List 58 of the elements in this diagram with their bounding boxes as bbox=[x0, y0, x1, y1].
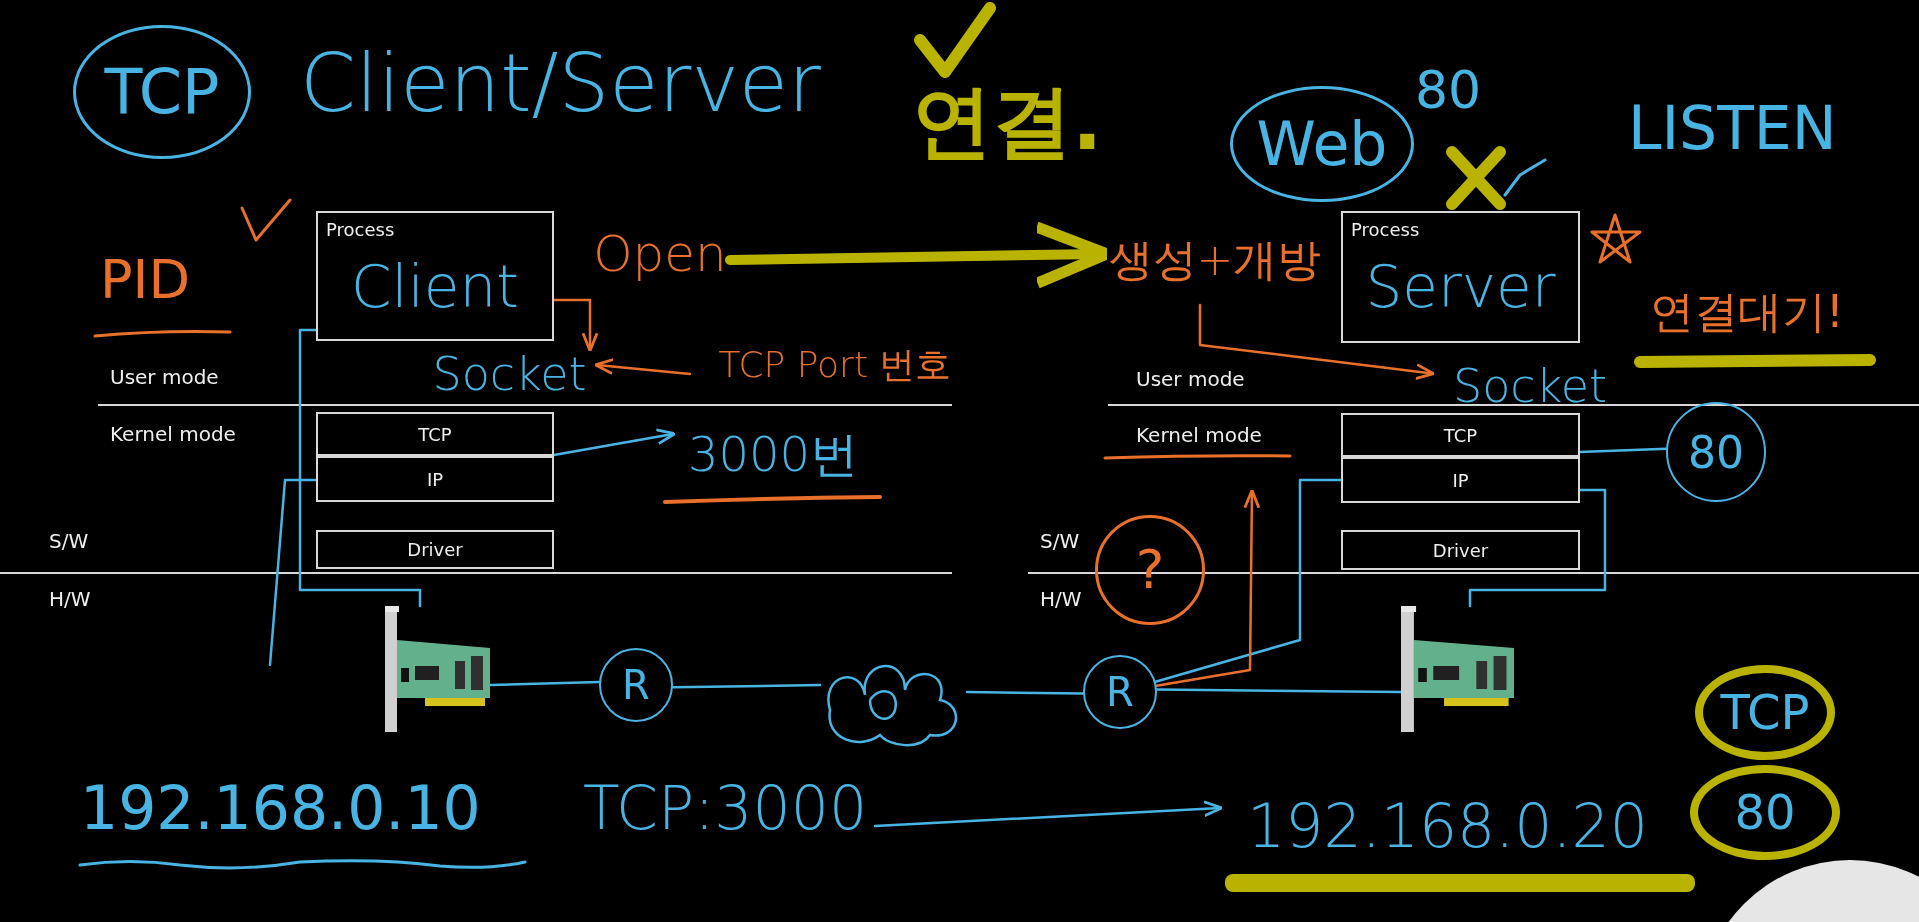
layer-label: H/W bbox=[1040, 588, 1082, 610]
layer-label: User mode bbox=[1136, 368, 1245, 390]
handwritten-note: 연결. bbox=[912, 78, 1103, 166]
arrow bbox=[593, 358, 692, 376]
handwritten-label: Server bbox=[1364, 253, 1557, 321]
circled-note: TCP bbox=[1695, 665, 1835, 760]
arrow bbox=[873, 800, 1224, 828]
connector-line bbox=[298, 328, 422, 608]
layer-box: TCP bbox=[1341, 413, 1580, 457]
arrow bbox=[1198, 303, 1436, 380]
network-card-drawing bbox=[385, 606, 490, 732]
handwritten-label: Socket bbox=[1432, 361, 1628, 410]
handwritten-note: 192.168.0.10 bbox=[80, 775, 481, 841]
handwritten-note: 80 bbox=[1415, 62, 1482, 120]
process-box bbox=[316, 211, 554, 341]
circled-number: 80 bbox=[1666, 402, 1766, 502]
connector-line bbox=[268, 478, 318, 667]
handwritten-label: 3000번 bbox=[673, 422, 873, 488]
handwritten-label: TCP Port 번호 bbox=[690, 330, 980, 400]
circled-note: TCP bbox=[73, 25, 251, 159]
layer-box: TCP bbox=[316, 412, 554, 456]
handwritten-label: Open bbox=[590, 226, 730, 282]
connector-line bbox=[671, 683, 822, 689]
box-heading: Process bbox=[1351, 219, 1420, 240]
connector-line bbox=[965, 690, 1085, 695]
layer-label: User mode bbox=[110, 366, 219, 388]
layer-label: Kernel mode bbox=[1136, 424, 1262, 446]
handwritten-label: Socket bbox=[422, 349, 597, 399]
process-box bbox=[1341, 211, 1580, 343]
connector-line bbox=[1578, 447, 1668, 454]
layer-box: IP bbox=[316, 456, 554, 502]
handwritten-label: TCP:3000 bbox=[575, 771, 875, 845]
circled-note: 80 bbox=[1690, 765, 1840, 860]
arrow bbox=[552, 298, 599, 353]
handwritten-note: 연결대기! bbox=[1650, 288, 1844, 337]
network-card-drawing bbox=[1401, 606, 1514, 732]
layer-box: Driver bbox=[316, 530, 554, 569]
layer-label: Kernel mode bbox=[110, 423, 236, 445]
circled-note: Web bbox=[1230, 86, 1414, 202]
layer-label: S/W bbox=[1040, 530, 1080, 552]
layer-label: H/W bbox=[49, 588, 91, 610]
handwritten-label: 192.168.0.20 bbox=[1220, 783, 1675, 869]
layer-label: S/W bbox=[49, 530, 89, 552]
handwritten-note: LISTEN bbox=[1628, 95, 1837, 161]
connector-line bbox=[1468, 488, 1607, 608]
handwritten-note: PID bbox=[100, 250, 191, 310]
connector-line bbox=[1155, 688, 1403, 694]
box-heading: Process bbox=[326, 219, 395, 240]
arrow bbox=[1155, 488, 1261, 688]
router-circle: R bbox=[599, 648, 673, 722]
layer-box: Driver bbox=[1341, 530, 1580, 570]
handwritten-label: 생성+개방 bbox=[1100, 215, 1330, 305]
handwritten-label: Client bbox=[350, 253, 520, 321]
layer-box: IP bbox=[1341, 457, 1580, 503]
router-circle: R bbox=[1083, 655, 1157, 729]
title: Client/Server bbox=[300, 40, 821, 128]
arrow bbox=[552, 428, 677, 457]
connector-line bbox=[1154, 478, 1343, 683]
